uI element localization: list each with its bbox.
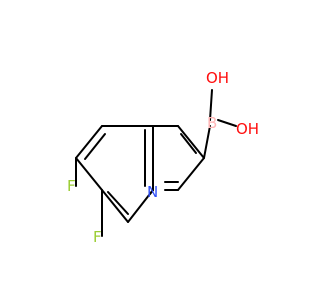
bond-c5-c6-inner — [84, 133, 106, 160]
fluorine-7-label: F — [67, 177, 76, 195]
bond-c3-c2 — [177, 157, 205, 191]
bond-n1-c8a — [149, 189, 154, 195]
molecule-diagram: F F N B OH OH — [67, 69, 259, 246]
bond-b-oh-top — [209, 89, 213, 121]
bond-b-oh-right — [217, 119, 237, 127]
bond-c7-c8-inner — [107, 191, 129, 215]
fluorine-8-label: F — [93, 228, 102, 246]
bond-c3-b — [203, 125, 211, 159]
bond-c8-c8a — [127, 189, 154, 223]
atom-labels: F F N B OH OH — [67, 69, 259, 246]
boron-label: B — [207, 114, 217, 132]
hydroxyl-right-label: OH — [236, 120, 259, 138]
nitrogen-label: N — [147, 183, 158, 201]
bonds — [75, 89, 237, 237]
bond-c4-c3 — [177, 125, 205, 159]
bond-c5-c6 — [75, 125, 103, 159]
bond-c4-c3-inner — [180, 133, 197, 154]
bond-c6-c7 — [75, 157, 103, 191]
bond-c7-c8 — [101, 189, 129, 223]
hydroxyl-top-label: OH — [206, 69, 229, 87]
